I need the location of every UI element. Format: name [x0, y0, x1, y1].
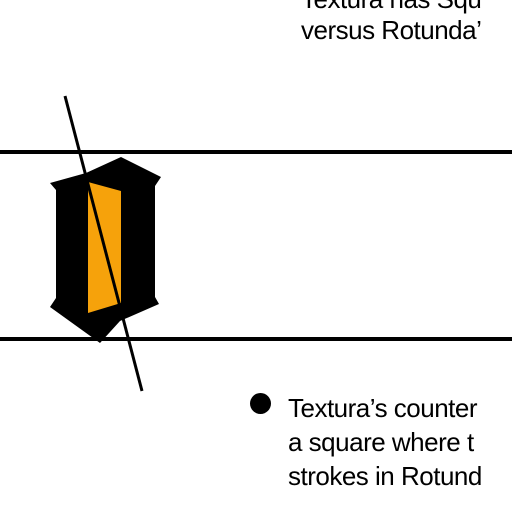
bullet-line-3: strokes in Rotund [288, 461, 482, 491]
top-caption-line-1: Textura has Squ [301, 0, 482, 15]
top-caption-line-2: versus Rotunda’ [301, 15, 482, 45]
bullet-line-2: a square where t [288, 427, 474, 457]
top-caption: Textura has Squ versus Rotunda’ [301, 0, 482, 46]
bullet-icon [250, 393, 271, 414]
stroke-axis-line [63, 95, 144, 392]
bullet-text: Textura’s counter a square where t strok… [288, 391, 482, 493]
bullet-line-1: Textura’s counter [288, 393, 478, 423]
